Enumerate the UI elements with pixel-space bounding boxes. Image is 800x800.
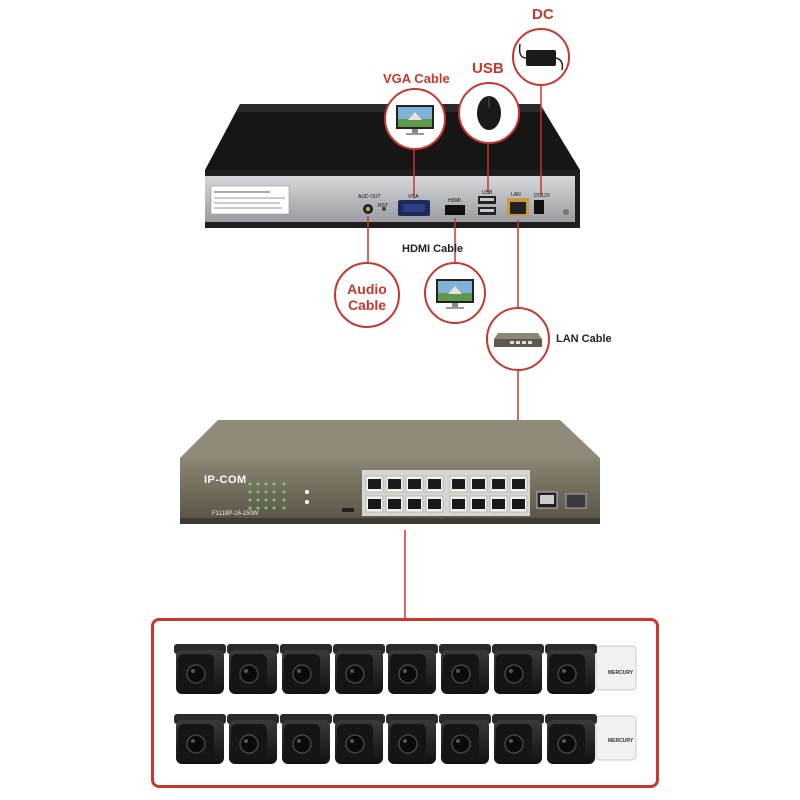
ip-camera: [227, 714, 279, 764]
camera-group-frame: [151, 618, 659, 788]
switch-rj45-port: [425, 495, 444, 513]
switch-rj45-port: [405, 475, 424, 493]
nvr-rst-label: RST: [378, 203, 388, 209]
audio-cable-callout: [334, 262, 400, 328]
ip-camera: [174, 644, 226, 694]
dc-adapter-icon: [518, 43, 564, 71]
camera-brand-row1: MERCURY: [608, 670, 634, 676]
ip-camera: [174, 714, 226, 764]
lan-cable-callout: [486, 307, 550, 371]
mouse-icon: [477, 96, 501, 130]
usb-mouse-callout: [458, 82, 520, 144]
monitor-icon: [436, 279, 474, 309]
switch-rj45-port: [365, 495, 384, 513]
audio-cable-label-line2: Cable: [347, 297, 387, 313]
switch-rj45-port: [449, 495, 468, 513]
switch-rj45-port: [469, 475, 488, 493]
camera-rear-housing: [595, 715, 637, 761]
switch-rj45-port: [405, 495, 424, 513]
switch-rj45-port: [425, 475, 444, 493]
switch-model: F1118P-16-150W: [212, 511, 259, 517]
hdmi-monitor-callout: [424, 262, 486, 324]
usb-label: USB: [472, 60, 504, 77]
nvr-lan-label: LAN: [511, 192, 521, 198]
nvr-audio-out-label: AUD OUT: [358, 194, 381, 200]
ip-camera: [227, 644, 279, 694]
nvr-usb-label: USB: [482, 190, 493, 196]
lan-cable-label: LAN Cable: [556, 333, 612, 345]
ip-camera: [333, 714, 385, 764]
ip-camera: [545, 644, 597, 694]
nvr-hdmi-label: HDMI: [448, 198, 461, 204]
dc-label: DC: [532, 6, 554, 23]
ip-camera: [492, 644, 544, 694]
audio-cable-label-line1: Audio: [347, 281, 387, 297]
switch-rj45-port: [385, 495, 404, 513]
ip-camera: [280, 714, 332, 764]
camera-rear-housing: [595, 645, 637, 691]
nvr-vga-label: VGA: [408, 194, 419, 200]
ip-camera: [439, 714, 491, 764]
switch-rj45-port: [449, 475, 468, 493]
dc-adapter-callout: [512, 28, 570, 86]
hdmi-cable-label: HDMI Cable: [402, 243, 464, 255]
camera-brand-row2: MERCURY: [608, 738, 634, 744]
ip-camera: [386, 714, 438, 764]
switch-rj45-port: [469, 495, 488, 513]
switch-rj45-port: [385, 475, 404, 493]
switch-icon: [494, 333, 542, 347]
switch-rj45-port: [509, 475, 528, 493]
switch-rj45-port: [489, 475, 508, 493]
switch-brand: IP-COM: [204, 474, 247, 486]
vga-monitor-callout: [384, 88, 446, 150]
ip-camera: [439, 644, 491, 694]
monitor-icon: [396, 105, 434, 135]
ip-camera: [545, 714, 597, 764]
vga-cable-label: VGA Cable: [383, 71, 450, 86]
ip-camera: [492, 714, 544, 764]
ip-camera: [280, 644, 332, 694]
ip-camera: [386, 644, 438, 694]
switch-rj45-port: [509, 495, 528, 513]
switch-rj45-port: [365, 475, 384, 493]
nvr-dc-label: DC12V: [534, 193, 551, 199]
switch-rj45-port: [489, 495, 508, 513]
ip-camera: [333, 644, 385, 694]
